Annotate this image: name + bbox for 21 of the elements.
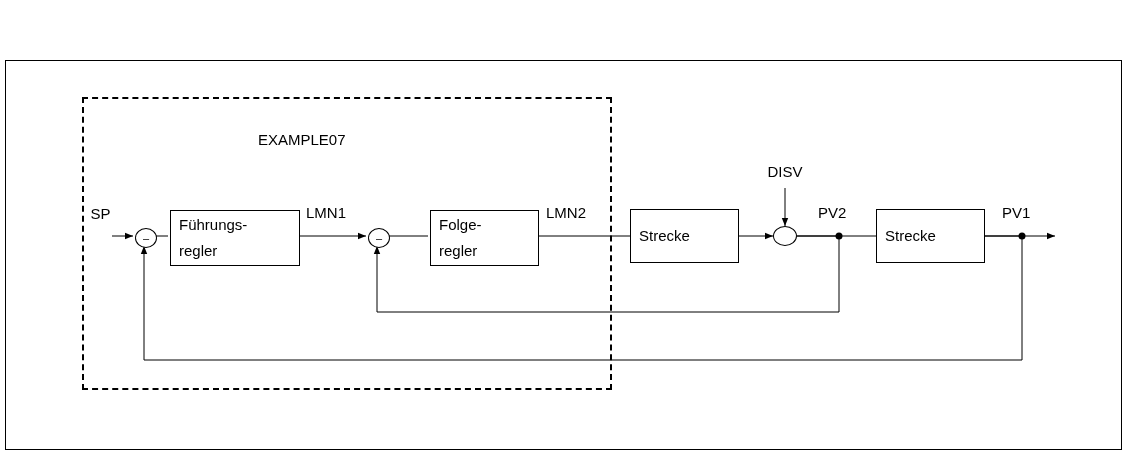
summing-junction: – — [135, 228, 157, 248]
block-box: Führungs- regler — [170, 210, 300, 266]
signal-line — [111, 232, 134, 240]
summing-junction — [773, 226, 797, 246]
edge-label: PV2 — [818, 205, 847, 220]
signal-line — [140, 235, 1023, 361]
edge-label: PV1 — [1002, 205, 1031, 220]
signal-label: SP — [87, 206, 114, 270]
signal-line — [796, 235, 877, 237]
dashed-boundary — [82, 97, 612, 390]
group-heading: EXAMPLE07 — [258, 130, 346, 150]
signal-label: DISV — [765, 164, 805, 188]
signal-line — [738, 232, 774, 240]
block-box: Strecke — [630, 209, 739, 263]
block-box: Folge- regler — [430, 210, 539, 266]
summing-junction: – — [368, 228, 390, 248]
block-box: Strecke — [876, 209, 985, 263]
signal-line — [373, 235, 840, 313]
edge-label: LMN2 — [546, 205, 586, 220]
edge-label: LMN1 — [306, 205, 346, 220]
signal-line — [781, 187, 789, 227]
